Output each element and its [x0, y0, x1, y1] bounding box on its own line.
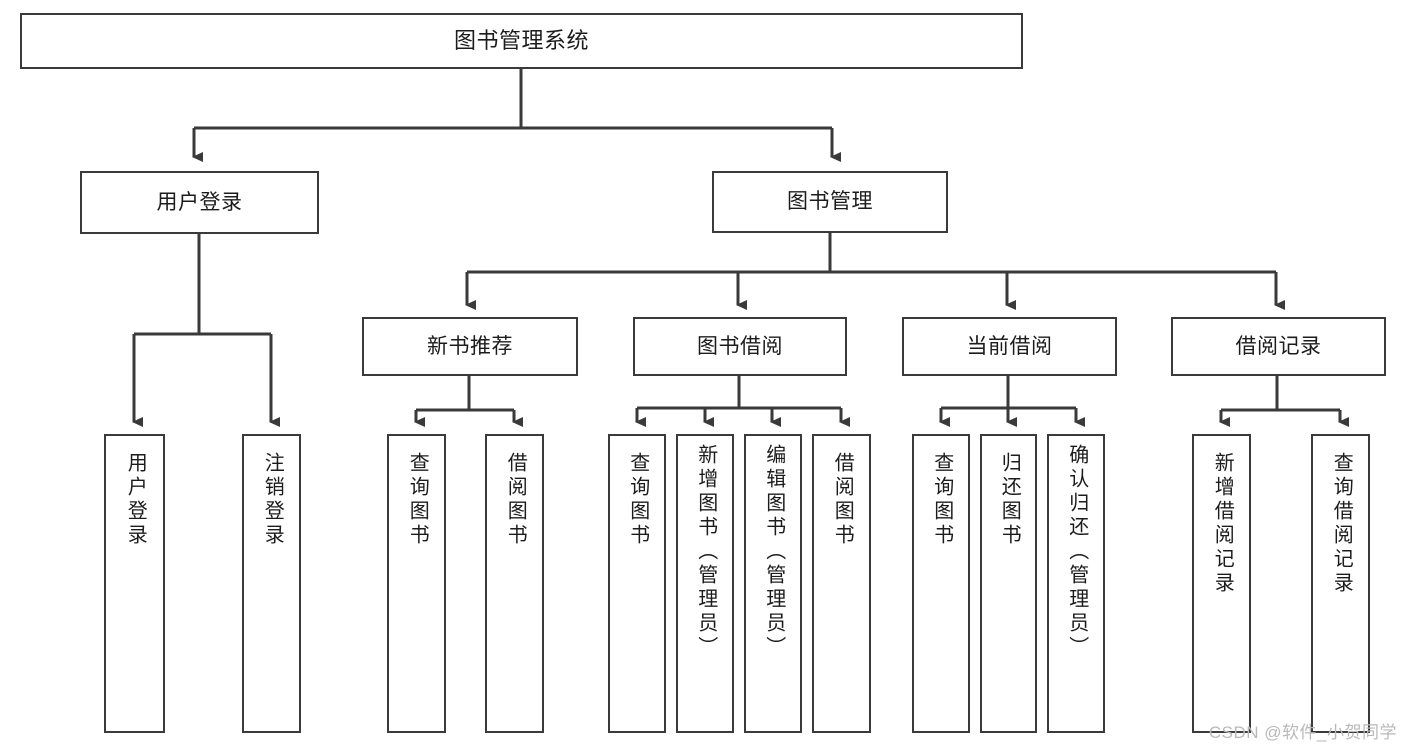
- node-book-management[interactable]: 图书管理: [712, 171, 948, 233]
- node-book-borrow[interactable]: 图书借阅: [633, 317, 847, 376]
- leaf-query-book-borrow[interactable]: 查询图书: [608, 434, 666, 733]
- node-label: 编辑图书（管理员）: [762, 444, 785, 660]
- node-label: 注销登录: [261, 452, 284, 548]
- node-label: 新增图书（管理员）: [694, 444, 717, 660]
- node-label: 借阅图书: [504, 452, 527, 548]
- leaf-borrow-book-recommend[interactable]: 借阅图书: [485, 434, 544, 733]
- leaf-add-borrow-record[interactable]: 新增借阅记录: [1192, 434, 1251, 733]
- node-label: 查询图书: [406, 452, 429, 548]
- node-label: 查询图书: [626, 452, 649, 548]
- node-label: 新增借阅记录: [1211, 452, 1234, 596]
- node-label: 当前借阅: [966, 334, 1053, 358]
- csdn-watermark: CSDN @软件_小贺同学: [1208, 723, 1397, 742]
- leaf-return-book[interactable]: 归还图书: [980, 434, 1037, 733]
- leaf-add-book-admin[interactable]: 新增图书（管理员）: [676, 434, 734, 733]
- node-current-borrow[interactable]: 当前借阅: [902, 317, 1117, 376]
- node-label: 借阅图书: [831, 452, 854, 548]
- node-label: 确认归还（管理员）: [1065, 444, 1088, 660]
- node-label: 图书管理系统: [453, 27, 589, 53]
- leaf-logout[interactable]: 注销登录: [242, 434, 301, 733]
- node-label: 用户登录: [124, 452, 147, 548]
- leaf-edit-book-admin[interactable]: 编辑图书（管理员）: [744, 434, 802, 733]
- node-new-book-recommend[interactable]: 新书推荐: [362, 317, 578, 376]
- node-label: 图书借阅: [697, 334, 783, 358]
- node-label: 借阅记录: [1235, 334, 1322, 358]
- leaf-borrow-book[interactable]: 借阅图书: [812, 434, 871, 733]
- leaf-query-book-recommend[interactable]: 查询图书: [387, 434, 446, 733]
- node-label: 归还图书: [998, 452, 1021, 548]
- node-user-login[interactable]: 用户登录: [80, 171, 319, 234]
- node-borrow-record[interactable]: 借阅记录: [1171, 317, 1386, 376]
- leaf-query-borrow-record[interactable]: 查询借阅记录: [1311, 434, 1370, 733]
- node-label: 图书管理: [787, 190, 873, 214]
- leaf-query-book-current[interactable]: 查询图书: [912, 434, 970, 733]
- node-label: 查询图书: [930, 452, 953, 548]
- node-label: 查询借阅记录: [1330, 452, 1353, 596]
- leaf-user-login[interactable]: 用户登录: [104, 434, 165, 733]
- node-label: 用户登录: [156, 190, 243, 214]
- node-root-book-management-system[interactable]: 图书管理系统: [20, 13, 1023, 69]
- node-label: 新书推荐: [427, 334, 513, 358]
- leaf-confirm-return-admin[interactable]: 确认归还（管理员）: [1047, 434, 1105, 733]
